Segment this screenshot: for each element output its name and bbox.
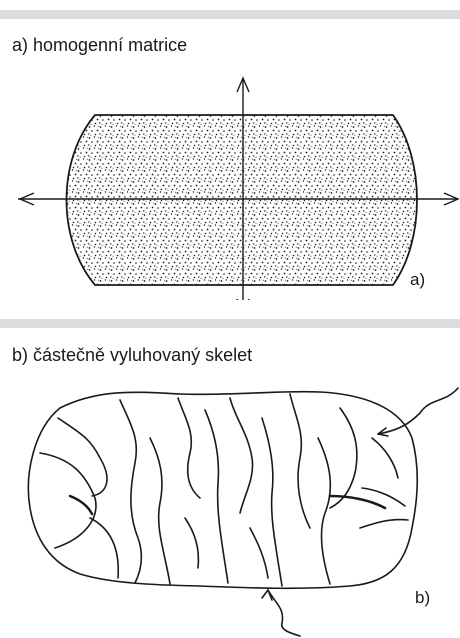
- channel: [185, 518, 198, 568]
- channel: [262, 418, 282, 586]
- channel: [250, 528, 268, 578]
- channel: [205, 410, 228, 583]
- arrow-icon: [262, 590, 272, 600]
- channel: [290, 394, 310, 528]
- leached-skeleton-diagram: [0, 378, 460, 638]
- channel: [120, 400, 141, 583]
- middle-divider: [0, 319, 460, 328]
- panel-a-title: a) homogenní matrice: [12, 35, 187, 56]
- channel: [40, 453, 96, 548]
- panel-b-tag: b): [415, 588, 430, 608]
- top-divider: [0, 10, 460, 19]
- channel: [230, 398, 253, 513]
- pointer-line: [268, 590, 300, 636]
- channel: [90, 518, 118, 578]
- channel: [150, 438, 170, 584]
- matrix-block: [67, 115, 418, 285]
- channel: [318, 438, 330, 584]
- panel-a-tag: a): [410, 270, 425, 290]
- channel: [362, 488, 405, 506]
- channel: [372, 438, 398, 478]
- crack: [70, 496, 92, 514]
- channel: [178, 398, 200, 498]
- channel: [330, 408, 357, 508]
- panel-b-title: b) částečně vyluhovaný skelet: [12, 345, 252, 366]
- homogeneous-matrix-diagram: [0, 70, 460, 300]
- channel: [360, 520, 408, 528]
- skeleton-outline: [28, 392, 417, 589]
- channel: [58, 418, 107, 496]
